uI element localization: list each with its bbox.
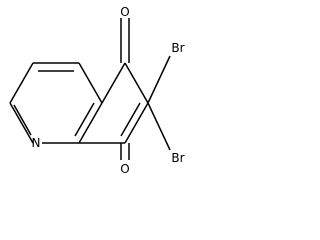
atom-label-br6: Br [171,41,184,55]
bond-c7-br7 [147,102,171,151]
bond-c6-c7-inner [120,102,141,137]
chemical-structure-diagram: O Br Br N O [9,5,185,176]
bond-layer [9,18,171,160]
atom-label-o5: O [120,5,129,19]
bond-c5-c6 [124,62,149,104]
label-layer: O Br Br N O [32,5,185,176]
bond-n1-c2-inner [13,104,32,136]
bond-c2-c3 [9,62,34,104]
bond-c6-br6 [147,55,171,104]
bond-c4-c4a [78,62,103,104]
bond-c4a-c5 [101,62,126,104]
bond-c4a-c8a [78,102,103,144]
atom-label-o8: O [120,162,129,176]
atom-label-n1: N [32,136,41,150]
bond-c6-c7 [124,102,149,144]
bond-c4a-c8a-inner [74,102,95,137]
atom-label-br7: Br [171,151,184,165]
bond-n1-c2 [9,102,34,144]
